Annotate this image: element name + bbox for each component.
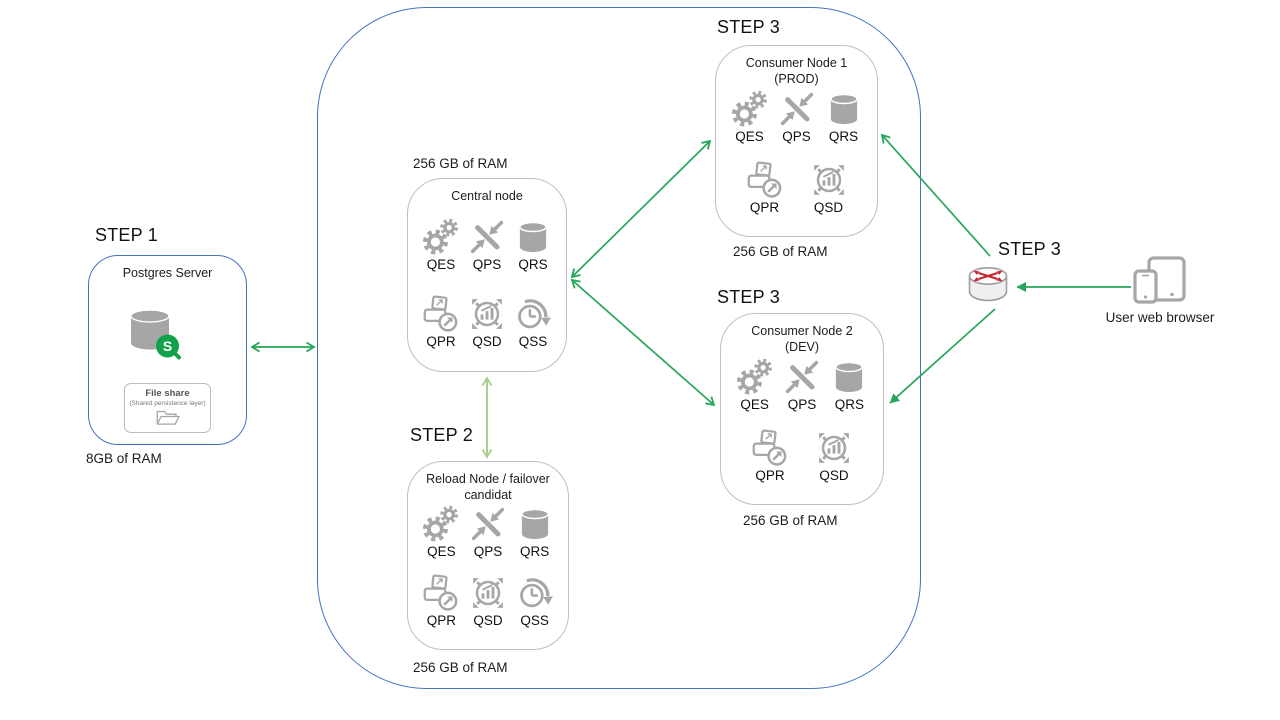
service-label: QPR <box>755 468 785 483</box>
qes-gears-icon <box>730 89 770 129</box>
central-node: Central node QES QPS QRS QPR QSD <box>407 178 567 372</box>
qps-proxy-icon <box>468 504 508 544</box>
postgres-node-title: Postgres Server <box>122 266 213 280</box>
consumer-1-ram-label: 256 GB of RAM <box>733 244 828 259</box>
service-qps: QPS <box>778 357 825 412</box>
qps-proxy-icon <box>467 217 507 257</box>
service-label: QPS <box>472 257 502 272</box>
service-label: QPR <box>426 613 456 628</box>
service-qps: QPS <box>464 217 510 272</box>
qsd-dispatcher-icon <box>468 573 508 613</box>
consumer-node-1: Consumer Node 1 (PROD) QES QPS QRS QPR <box>715 45 878 237</box>
file-share-box: File share (Shared persistence layer) <box>124 383 211 433</box>
service-label: QPR <box>749 200 780 215</box>
reload-ram-label: 256 GB of RAM <box>413 660 508 675</box>
service-label: QES <box>427 544 456 559</box>
service-label: QPS <box>787 397 817 412</box>
qsd-dispatcher-icon <box>814 428 854 468</box>
service-label: QRS <box>518 257 548 272</box>
central-ram-label: 256 GB of RAM <box>413 156 508 171</box>
service-qss: QSS <box>510 294 556 349</box>
postgres-ram-label: 8GB of RAM <box>86 451 162 466</box>
central-node-title: Central node <box>451 189 523 203</box>
qps-proxy-icon <box>782 357 822 397</box>
qrs-database-icon <box>513 217 553 257</box>
service-qes: QES <box>418 217 464 272</box>
service-label: QES <box>735 129 764 144</box>
service-label: QRS <box>828 129 859 144</box>
service-label: QPR <box>426 334 456 349</box>
service-qsd: QSD <box>809 428 859 483</box>
qss-scheduler-icon <box>515 573 555 613</box>
service-qes: QES <box>418 504 465 559</box>
user-devices-icon <box>1133 256 1186 304</box>
qps-proxy-icon <box>777 89 817 129</box>
qes-gears-icon <box>735 357 775 397</box>
qsd-dispatcher-icon <box>467 294 507 334</box>
step-3-label-load-balancer: STEP 3 <box>998 239 1061 259</box>
consumer-node-2-subtitle: (DEV) <box>784 340 820 354</box>
service-label: QSD <box>813 200 844 215</box>
postgres-node: Postgres Server S File share (Shared per… <box>88 255 247 445</box>
service-qpr: QPR <box>418 294 464 349</box>
service-qes: QES <box>731 357 778 412</box>
consumer-node-2: Consumer Node 2 (DEV) QES QPS QRS QPR <box>720 313 884 505</box>
qlik-badge-tail <box>172 351 181 360</box>
consumer-node-1-title: Consumer Node 1 <box>745 56 848 70</box>
service-label: QES <box>426 257 456 272</box>
file-share-subtitle: (Shared persistence layer) <box>129 400 206 407</box>
service-qsd: QSD <box>464 294 510 349</box>
service-label: QPS <box>473 544 503 559</box>
reload-node: Reload Node / failover candidat QES QPS … <box>407 461 569 650</box>
service-label: QSD <box>472 334 502 349</box>
service-qrs: QRS <box>510 217 556 272</box>
service-label: QSS <box>518 334 548 349</box>
consumer-2-ram-label: 256 GB of RAM <box>743 513 838 528</box>
step-1-label: STEP 1 <box>95 225 158 245</box>
service-qps: QPS <box>773 89 820 144</box>
load-balancer-router-icon <box>968 267 1008 302</box>
reload-node-title: Reload Node / failover candidat <box>426 472 550 502</box>
step-2-label: STEP 2 <box>410 425 473 445</box>
service-qrs: QRS <box>826 357 873 412</box>
service-qes: QES <box>726 89 773 144</box>
consumer-node-2-title: Consumer Node 2 <box>751 324 853 338</box>
folder-icon <box>155 408 181 428</box>
qss-scheduler-icon <box>513 294 553 334</box>
user-web-browser-label: User web browser <box>1105 310 1215 325</box>
qpr-printer-icon <box>421 294 461 334</box>
service-qrs: QRS <box>511 504 558 559</box>
qpr-printer-icon <box>421 573 461 613</box>
service-qsd: QSD <box>465 573 512 628</box>
service-qpr: QPR <box>418 573 465 628</box>
postgres-db-icon: S <box>129 309 181 360</box>
qlik-badge-letter: S <box>162 338 171 354</box>
service-label: QSD <box>473 613 503 628</box>
service-label: QES <box>740 397 769 412</box>
service-qss: QSS <box>511 573 558 628</box>
qrs-database-icon <box>515 504 555 544</box>
qes-gears-icon <box>421 504 461 544</box>
service-label: QRS <box>834 397 864 412</box>
consumer-node-1-subtitle: (PROD) <box>774 72 819 86</box>
service-label: QRS <box>520 544 550 559</box>
step-3-label-consumer-2: STEP 3 <box>717 287 780 307</box>
service-label: QPS <box>782 129 811 144</box>
qpr-printer-icon <box>750 428 790 468</box>
qsd-dispatcher-icon <box>809 160 849 200</box>
qrs-database-icon <box>829 357 869 397</box>
qes-gears-icon <box>421 217 461 257</box>
service-label: QSS <box>520 613 549 628</box>
file-share-title: File share <box>145 388 190 399</box>
qpr-printer-icon <box>745 160 785 200</box>
qrs-database-icon <box>824 89 864 129</box>
service-qps: QPS <box>465 504 512 559</box>
qlik-green-badge <box>155 334 179 358</box>
step-3-label-consumer-1: STEP 3 <box>717 17 780 37</box>
service-qpr: QPR <box>740 160 790 215</box>
service-qsd: QSD <box>804 160 854 215</box>
service-label: QSD <box>819 468 849 483</box>
service-qrs: QRS <box>820 89 867 144</box>
service-qpr: QPR <box>745 428 795 483</box>
